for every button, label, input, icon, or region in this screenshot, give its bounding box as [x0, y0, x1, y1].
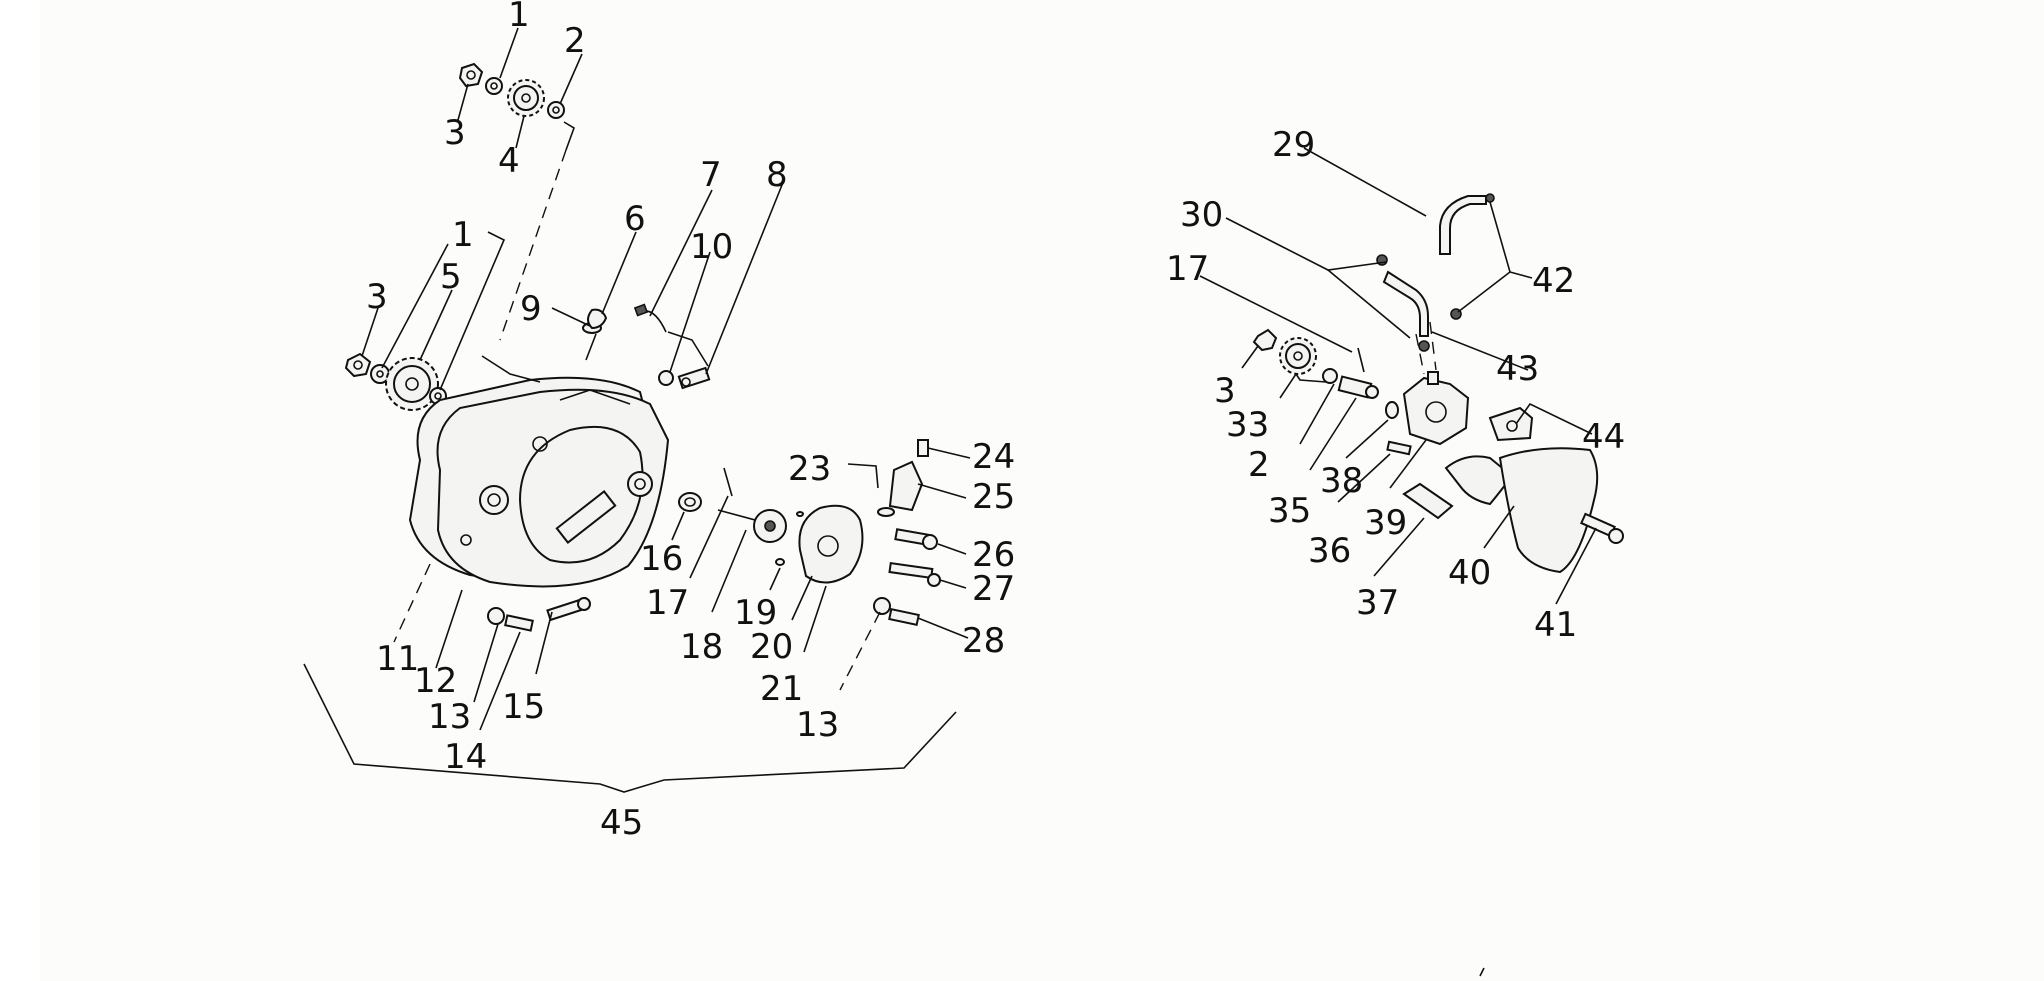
part-28-bolt [873, 597, 920, 626]
label-17-left: 17 [646, 583, 689, 623]
label-28: 28 [962, 621, 1005, 661]
label-30: 30 [1180, 195, 1223, 235]
label-38: 38 [1320, 461, 1363, 501]
part-15-bolt [546, 596, 591, 622]
label-18: 18 [680, 627, 723, 667]
part-40-guard [1444, 455, 1514, 506]
label-45: 45 [600, 803, 643, 843]
part-4-sprocket-top [507, 79, 545, 117]
part-1-washer-top [485, 77, 503, 95]
label-8: 8 [766, 155, 788, 195]
label-7: 7 [700, 155, 722, 195]
label-25: 25 [972, 477, 1015, 517]
label-33: 33 [1226, 405, 1269, 445]
label-24: 24 [972, 437, 1015, 477]
part-14-bolt [504, 614, 534, 632]
part-23-oring [877, 507, 895, 517]
label-3-second: 3 [366, 277, 388, 317]
label-36: 36 [1308, 531, 1351, 571]
part-29-hose [1439, 195, 1487, 255]
label-44: 44 [1582, 417, 1625, 457]
left-assembly-parts [344, 62, 941, 632]
label-2-right: 2 [1248, 445, 1270, 485]
part-2-washer-right [1322, 368, 1338, 384]
part-17-pin [723, 467, 733, 497]
label-43: 43 [1496, 349, 1539, 389]
edge-mark [1479, 967, 1485, 977]
part-10-washer [658, 370, 674, 386]
label-19: 19 [734, 593, 777, 633]
part-13-washer [487, 607, 505, 625]
label-39: 39 [1364, 503, 1407, 543]
part-3-nut-top [458, 62, 484, 88]
part-19-seal [775, 511, 804, 566]
label-35: 35 [1268, 491, 1311, 531]
label-11: 11 [376, 639, 419, 679]
label-6: 6 [624, 199, 646, 239]
part-9-valve [582, 308, 608, 334]
part-42-clamp-top [1485, 193, 1495, 203]
label-17-right: 17 [1166, 249, 1209, 289]
label-3-top: 3 [444, 113, 466, 153]
part-20-pump-cover [798, 504, 864, 584]
label-9: 9 [520, 289, 542, 329]
label-4: 4 [498, 141, 520, 181]
part-3-nut-right [1252, 328, 1278, 352]
label-23: 23 [788, 449, 831, 489]
label-42: 42 [1532, 261, 1575, 301]
part-39-oil-pump [1402, 371, 1470, 446]
label-29: 29 [1272, 125, 1315, 165]
part-26-bolt [894, 528, 938, 550]
label-12: 12 [414, 661, 457, 701]
label-21: 21 [760, 669, 803, 709]
label-10: 10 [690, 227, 733, 267]
label-40: 40 [1448, 553, 1491, 593]
part-8-bolt [677, 366, 711, 390]
part-17-pin-right [1357, 347, 1365, 373]
callout-labels: 1 2 3 4 1 3 5 6 7 8 9 10 11 12 13 14 15 … [366, 0, 1625, 843]
part-41-bolt [1580, 512, 1624, 544]
part-7-hose-fitting [633, 303, 667, 333]
part-35-spacer [1337, 375, 1379, 399]
label-15: 15 [502, 687, 545, 727]
part-cover-shroud [1498, 447, 1599, 574]
part-12-crankcase-cover [436, 388, 670, 588]
part-3-nut-left [344, 352, 372, 378]
part-18-impeller-shaft [717, 509, 787, 543]
label-27: 27 [972, 569, 1015, 609]
part-36-screw [1386, 440, 1412, 456]
label-37: 37 [1356, 583, 1399, 623]
part-33-gear [1279, 337, 1317, 375]
part-30-hose [1376, 254, 1430, 352]
label-41: 41 [1534, 605, 1577, 645]
part-5-gear [385, 357, 439, 411]
label-1-second: 1 [452, 215, 474, 255]
part-16-bushing [678, 492, 702, 512]
part-44-bracket [1488, 406, 1534, 442]
part-37-sleeve [1402, 482, 1454, 520]
right-assembly-parts [1252, 193, 1624, 574]
left-leader-lines [303, 27, 971, 793]
label-2-top: 2 [564, 21, 586, 61]
part-24-screw [917, 439, 929, 457]
part-1-washer-left [370, 364, 390, 384]
part-27-bolt [888, 561, 941, 587]
label-13-left: 13 [428, 697, 471, 737]
label-20: 20 [750, 627, 793, 667]
right-leader-lines [1199, 147, 1597, 605]
label-13-right: 13 [796, 705, 839, 745]
diagram-panel [40, 0, 2044, 981]
part-38-oring [1385, 401, 1399, 419]
label-1-top: 1 [508, 0, 530, 35]
part-2-washer-top [547, 101, 565, 119]
label-14: 14 [444, 737, 487, 777]
label-26: 26 [972, 535, 1015, 575]
part-25-elbow [888, 460, 924, 512]
label-16: 16 [640, 539, 683, 579]
label-5: 5 [440, 257, 462, 297]
label-3-right: 3 [1214, 371, 1236, 411]
